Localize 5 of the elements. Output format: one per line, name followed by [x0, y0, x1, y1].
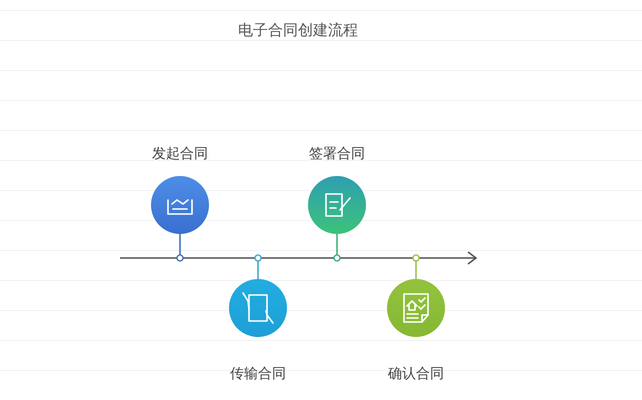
step-label: 确认合同: [387, 365, 445, 383]
step-label: 传输合同: [229, 365, 287, 383]
step-label: 发起合同: [151, 145, 209, 163]
diagram-title: 电子合同创建流程: [237, 20, 359, 40]
step-label: 签署合同: [308, 145, 366, 163]
